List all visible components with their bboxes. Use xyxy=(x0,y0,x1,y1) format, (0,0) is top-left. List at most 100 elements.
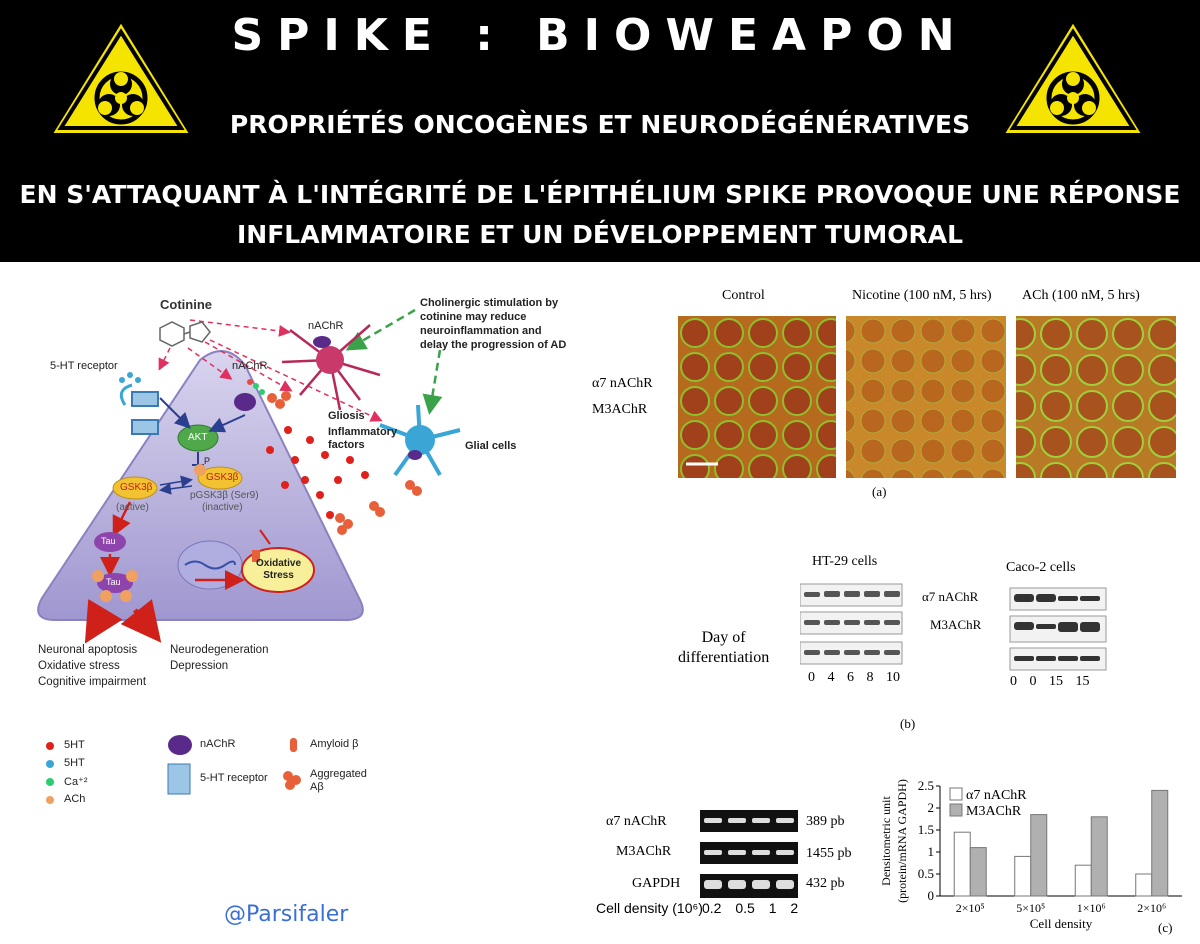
gsk-inactive-label: GSK3β xyxy=(206,472,239,483)
nucleus-icon xyxy=(177,540,243,590)
legend-swatch xyxy=(949,803,963,817)
y-axis-label: (protein/mRNA GAPDH) xyxy=(895,779,909,903)
y-tick-label: 2.5 xyxy=(918,778,934,793)
row-label-a7: α7 nAChR xyxy=(592,376,653,391)
banner-headline: EN S'ATTAQUANT À L'INTÉGRITÉ DE L'ÉPITHÉ… xyxy=(0,175,1200,255)
gel-row-label: GAPDH xyxy=(632,876,681,891)
legend-nachr-icon xyxy=(168,735,192,755)
density-tick: 0.5 xyxy=(735,900,755,916)
legend-label: α7 nAChR xyxy=(966,788,1027,803)
oxidative-label: Oxidative Stress xyxy=(256,558,301,582)
nachr-receptor-icon xyxy=(313,336,331,348)
legend-5ht-blue-icon xyxy=(46,760,54,768)
legend-ach: ACh xyxy=(64,793,86,805)
glial-cell-icon xyxy=(379,404,461,477)
inactive-label: (inactive) xyxy=(202,502,243,513)
y-tick-label: 1 xyxy=(928,844,935,859)
caco2-blot xyxy=(1009,587,1107,671)
5ht-receptor-icon xyxy=(131,391,159,435)
5ht-dots xyxy=(266,426,369,519)
cotinine-molecule-icon xyxy=(159,321,211,347)
header-ach: ACh (100 nM, 5 hrs) xyxy=(1022,288,1140,303)
legend-ach-icon xyxy=(46,796,54,804)
biohazard-icon xyxy=(46,16,196,137)
outcome-left: Neuronal apoptosis Oxidative stress Cogn… xyxy=(38,642,146,690)
caption-c: (c) xyxy=(1158,920,1172,935)
oxidative-line: Stress xyxy=(263,570,294,581)
legend-nachr: nAChR xyxy=(200,738,236,750)
diagram-graphics xyxy=(37,308,461,804)
day-label-line: differentiation xyxy=(678,649,770,666)
day-label: Day of differentiation xyxy=(678,628,769,668)
blot-row-m3: M3AChR xyxy=(930,617,982,632)
active-label: (active) xyxy=(116,502,149,513)
y-tick-label: 0 xyxy=(928,888,935,903)
banner-subtitle: PROPRIÉTÉS ONCOGÈNES ET NEURODÉGÉNÉRATIV… xyxy=(229,110,971,139)
density-tick: 1 xyxy=(768,900,777,916)
nachr-top-label: nAChR xyxy=(308,320,344,332)
bar xyxy=(1135,873,1153,897)
western-blot-panel: HT-29 cells Caco-2 cells Day of differen… xyxy=(590,550,1180,731)
legend-amyloid: Amyloid β xyxy=(310,738,359,750)
outcome-line: Neurodegeneration xyxy=(170,644,269,656)
inflammatory-label: Inflammatory factors xyxy=(328,426,397,452)
cholinergic-line: Cholinergic stimulation by xyxy=(420,297,559,309)
density-tick: 0.2 xyxy=(702,900,722,916)
legend-5ht-blue: 5HT xyxy=(64,757,85,769)
ht29-blot xyxy=(800,583,903,665)
header-control: Control xyxy=(722,288,765,303)
day-tick: 4 xyxy=(827,670,835,685)
cholinergic-line: neuroinflammation and xyxy=(420,325,542,337)
microscopy-images xyxy=(678,316,1176,478)
outcome-line: Depression xyxy=(170,660,229,672)
day-tick: 15 xyxy=(1049,674,1063,689)
inflammatory-line: factors xyxy=(328,439,365,451)
legend-ht-receptor: 5-HT receptor xyxy=(200,772,268,784)
outcome-right: Neurodegeneration Depression xyxy=(170,642,268,674)
inflammatory-line: Inflammatory xyxy=(328,426,398,438)
bar xyxy=(1014,855,1032,897)
cholinergic-line: cotinine may reduce xyxy=(420,311,527,323)
row-label-m3: M3AChR xyxy=(592,402,648,417)
day-tick: 0 xyxy=(808,670,815,685)
gsk-active-label: GSK3β xyxy=(120,482,153,493)
legend-label: M3AChR xyxy=(966,804,1022,819)
y-tick-label: 0.5 xyxy=(918,866,934,881)
bar xyxy=(953,831,971,897)
tau-label: Tau xyxy=(101,536,116,546)
gsk-inactive-node xyxy=(197,466,243,490)
legend-aggregated: Aggregated Aβ xyxy=(310,768,367,794)
nachr-receptor-icon xyxy=(234,393,256,411)
micrograph-ach xyxy=(1016,316,1176,478)
day-tick: 6 xyxy=(847,670,854,685)
y-tick-label: 1.5 xyxy=(918,822,934,837)
gel-size: 432 pb xyxy=(806,876,845,891)
gliosis-label: Gliosis xyxy=(328,410,365,422)
gel-size: 389 pb xyxy=(806,814,845,829)
x-tick-label: 1×10⁶ xyxy=(1077,901,1106,915)
gel-row-label: α7 nAChR xyxy=(606,814,667,829)
banner: SPIKE : BIOWEAPON PROPRIÉTÉS ONCOGÈNES E… xyxy=(0,0,1200,262)
tau-node xyxy=(94,532,126,552)
day-tick: 10 xyxy=(886,670,900,685)
bar xyxy=(1151,789,1169,897)
akt-label: AKT xyxy=(188,432,208,443)
micrograph-control xyxy=(678,316,836,478)
header-nicotine: Nicotine (100 nM, 5 hrs) xyxy=(852,288,992,303)
tau-phospho-label: Tau xyxy=(106,577,121,587)
day-label-line: Day of xyxy=(701,629,746,646)
day-tick: 8 xyxy=(866,670,874,685)
caco2-label: Caco-2 cells xyxy=(1006,560,1076,575)
glial-label: Glial cells xyxy=(465,440,517,452)
p-label: P xyxy=(204,456,211,466)
legend-amyloid-icon xyxy=(290,738,297,752)
ht29-days: 0 4 6 8 10 xyxy=(808,670,900,686)
banner-title: SPIKE : BIOWEAPON xyxy=(231,10,969,61)
caption-a: (a) xyxy=(872,484,887,499)
oxidative-line: Oxidative xyxy=(256,558,302,569)
blot-row-a7: α7 nAChR xyxy=(922,589,979,604)
tau-phospho-node xyxy=(97,573,133,593)
y-axis-label: Densitometric unit xyxy=(879,796,893,886)
